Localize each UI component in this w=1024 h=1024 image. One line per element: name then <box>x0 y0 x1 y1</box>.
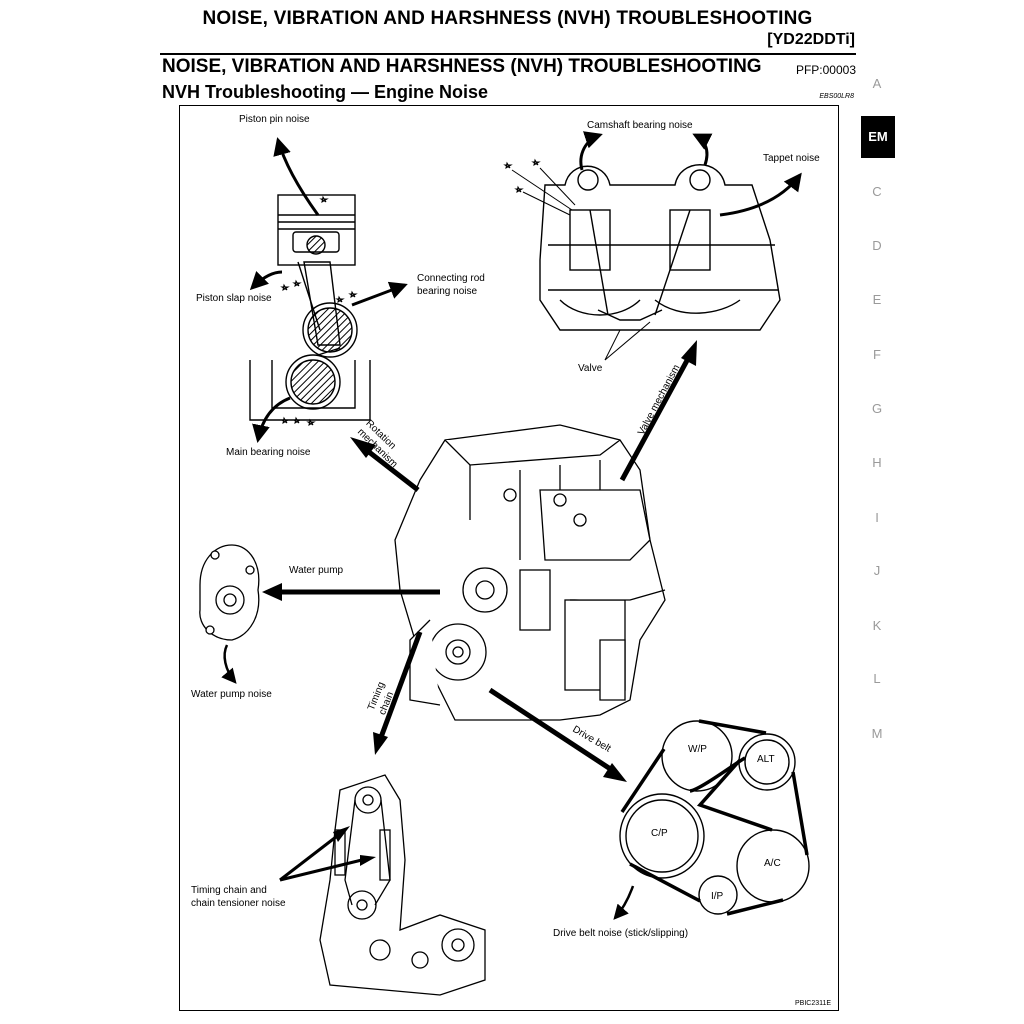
figure-id: PBIC2311E <box>795 1000 832 1007</box>
label-pulley-ip: I/P <box>711 891 724 902</box>
tab-a[interactable]: A <box>872 76 882 91</box>
tab-i[interactable]: I <box>875 510 879 525</box>
label-connecting-rod: Connecting rod <box>417 273 485 284</box>
tab-k[interactable]: K <box>872 618 882 633</box>
valve-pointers <box>604 321 651 361</box>
drive-belt-system <box>619 720 810 915</box>
page-header-model: [YD22DDTi] <box>767 31 855 48</box>
header-divider <box>160 53 856 55</box>
label-bearing-noise: bearing noise <box>417 286 478 297</box>
label-main-bearing-noise: Main bearing noise <box>226 447 311 458</box>
doc-id: EBS00LR8 <box>819 93 854 100</box>
timing-chain <box>319 774 486 996</box>
pfp-code: PFP:00003 <box>795 63 856 77</box>
section-subtitle: NVH Troubleshooting — Engine Noise <box>162 82 489 102</box>
engine-body <box>394 424 666 721</box>
label-pulley-cp: C/P <box>651 828 668 839</box>
piston-arrows <box>249 137 408 443</box>
label-valve: Valve <box>578 363 603 374</box>
label-piston-slap-noise: Piston slap noise <box>196 293 272 304</box>
tab-g[interactable]: G <box>871 401 883 416</box>
tab-d[interactable]: D <box>872 238 882 253</box>
section-arrowheads <box>262 340 697 782</box>
section-title: NOISE, VIBRATION AND HARSHNESS (NVH) TRO… <box>162 56 762 77</box>
tab-c[interactable]: C <box>872 184 882 199</box>
tab-f[interactable]: F <box>873 347 881 362</box>
small-arrows <box>221 644 635 920</box>
tab-m[interactable]: M <box>871 726 883 741</box>
label-water-pump-noise: Water pump noise <box>191 689 272 700</box>
label-pulley-ac: A/C <box>764 858 781 869</box>
label-timing-noise-line1: Timing chain and <box>191 885 267 896</box>
piston-assembly <box>249 194 371 421</box>
noise-marks-head <box>503 158 576 216</box>
figure-frame <box>179 105 839 1011</box>
tab-h[interactable]: H <box>872 455 882 470</box>
tab-j[interactable]: J <box>873 563 881 578</box>
tab-em[interactable]: EM <box>861 116 895 158</box>
noise-marks-piston <box>280 195 358 427</box>
drive-belt <box>620 719 809 916</box>
label-pulley-alt: ALT <box>757 754 775 765</box>
tab-l[interactable]: L <box>873 671 881 686</box>
tab-e[interactable]: E <box>872 292 882 307</box>
label-piston-pin-noise: Piston pin noise <box>239 114 310 125</box>
timing-pointer-heads <box>333 826 376 866</box>
water-pump <box>199 544 260 641</box>
head-arrows <box>579 131 802 217</box>
timing-pointers <box>279 828 371 882</box>
label-pulley-wp: W/P <box>688 744 707 755</box>
cylinder-head <box>539 164 781 331</box>
section-arrows <box>275 353 693 775</box>
page-header-title: NOISE, VIBRATION AND HARSHNESS (NVH) TRO… <box>202 8 813 29</box>
label-water-pump: Water pump <box>289 565 344 576</box>
label-tappet-noise: Tappet noise <box>763 153 820 164</box>
label-drive-belt-noise: Drive belt noise (stick/slipping) <box>553 928 689 939</box>
label-timing-noise-line2: chain tensioner noise <box>191 898 286 909</box>
label-camshaft-bearing-noise: Camshaft bearing noise <box>587 120 693 131</box>
